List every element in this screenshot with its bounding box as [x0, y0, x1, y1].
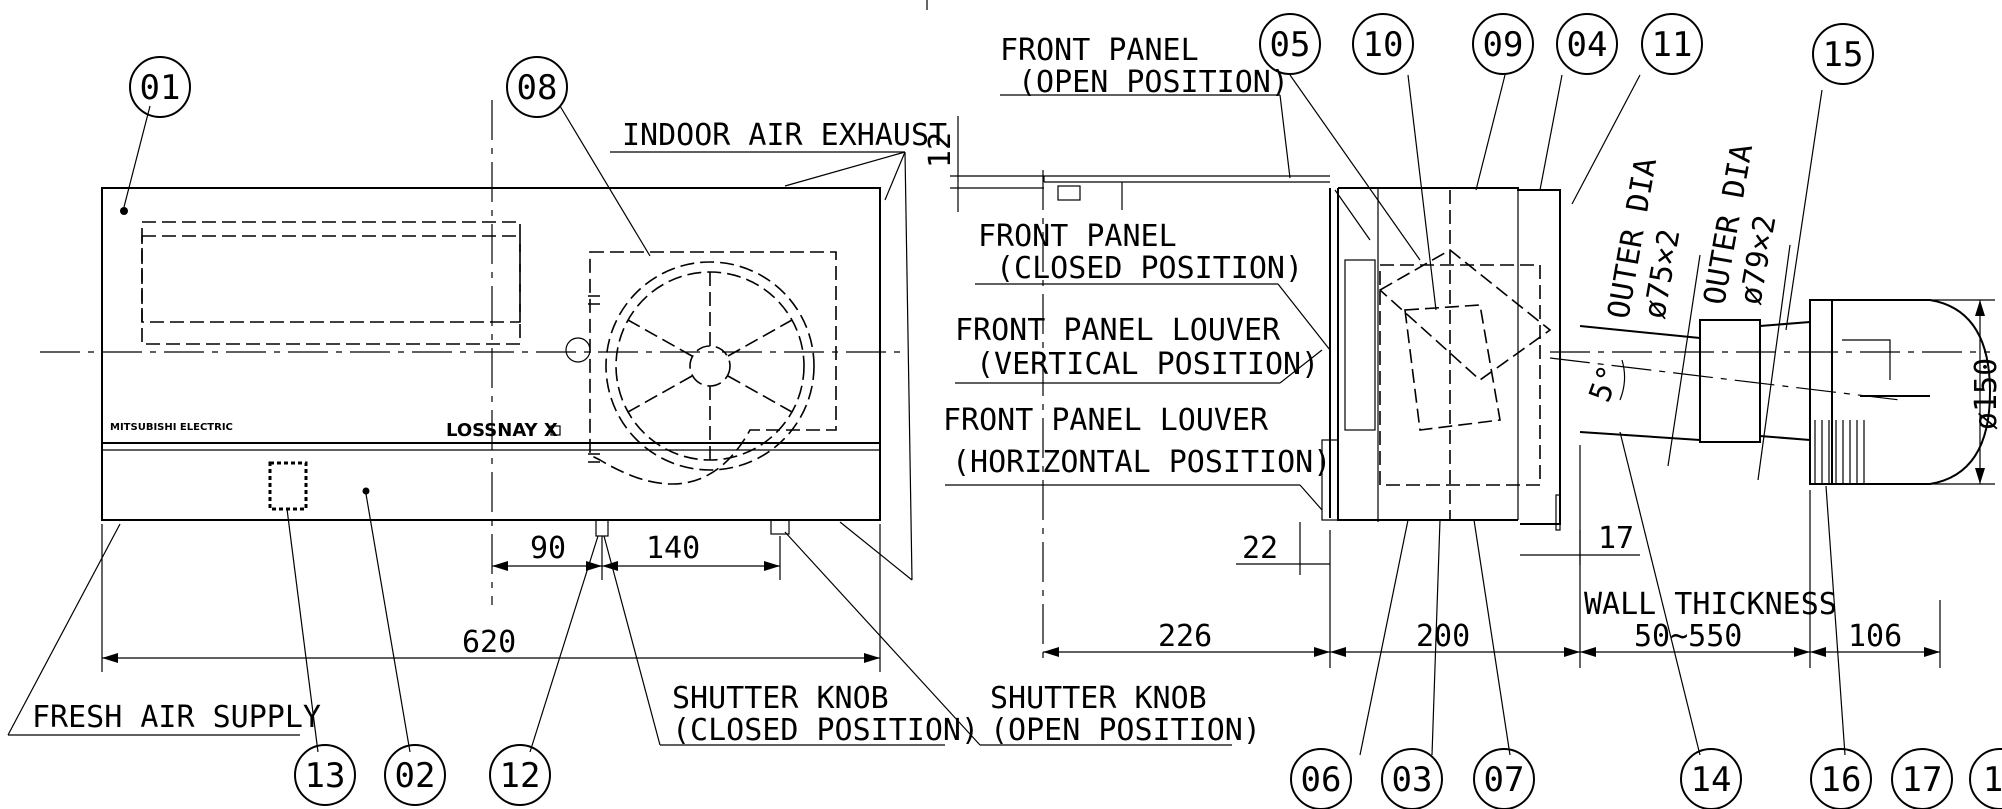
fresh-air-supply-label: FRESH AIR SUPPLY: [32, 700, 321, 735]
svg-text:12: 12: [500, 756, 541, 796]
brand-right-label: LOSSNAY X: [446, 420, 558, 441]
dim-620: 620: [462, 625, 516, 660]
wall-thickness-label-1: WALL THICKNESS: [1584, 587, 1837, 622]
front-panel-open-label-2: (OPEN POSITION): [1018, 65, 1289, 100]
dim-17: 17: [1598, 521, 1634, 556]
balloon-06: 06: [1290, 748, 1352, 809]
balloon-11: 11: [1641, 13, 1703, 75]
dim-106: 106: [1848, 619, 1902, 654]
balloon-04: 04: [1556, 13, 1618, 75]
balloon-01: 01: [129, 56, 191, 118]
svg-text:13: 13: [305, 756, 346, 796]
dim-226: 226: [1158, 619, 1212, 654]
balloon-10: 10: [1352, 13, 1414, 75]
brand-left-label: MITSUBISHI ELECTRIC: [110, 422, 233, 433]
indoor-air-exhaust-label: INDOOR AIR EXHAUST: [622, 118, 947, 153]
louver-horizontal-label-2: (HORIZONTAL POSITION): [952, 445, 1331, 480]
louver-horizontal-label-1: FRONT PANEL LOUVER: [943, 403, 1269, 438]
balloon-07: 07: [1473, 748, 1535, 809]
svg-text:06: 06: [1301, 760, 1342, 800]
dim-140: 140: [646, 531, 700, 566]
balloon-12: 12: [489, 744, 551, 806]
dim-12: 12: [923, 132, 958, 168]
unit-body: [101, 187, 881, 521]
balloon-03: 03: [1381, 748, 1443, 809]
svg-text:04: 04: [1567, 25, 1608, 65]
front-view: MITSUBISHI ELECTRIC LOSSNAY X INDOOR AIR…: [7, 100, 1261, 753]
qr-label: [268, 461, 308, 511]
svg-text:07: 07: [1484, 760, 1525, 800]
balloon-02: 02: [384, 744, 446, 806]
svg-text:01: 01: [140, 68, 181, 108]
balloon-08: 08: [506, 56, 568, 118]
svg-text:05: 05: [1270, 25, 1311, 65]
svg-text:02: 02: [395, 756, 436, 796]
louver-vertical-label-1: FRONT PANEL LOUVER: [955, 313, 1281, 348]
dim-22: 22: [1242, 531, 1278, 566]
wall-thickness-label-2: 50~550: [1634, 619, 1742, 654]
balloon-09: 09: [1472, 13, 1534, 75]
svg-text:11: 11: [1652, 25, 1693, 65]
balloon-18: 1: [1969, 748, 2002, 809]
fan-wheel: [605, 261, 815, 471]
dim-5deg: 5°: [1583, 361, 1628, 407]
indicator-dot: [120, 207, 128, 215]
front-panel-closed-label-2: (CLOSED POSITION): [996, 251, 1303, 286]
balloon-13: 13: [294, 744, 356, 806]
balloon-17: 17: [1891, 748, 1953, 809]
svg-text:08: 08: [517, 68, 558, 108]
balloon-16: 16: [1810, 748, 1872, 809]
front-panel-closed-label-1: FRONT PANEL: [978, 219, 1177, 254]
side-view: 12 5°: [923, 0, 2002, 756]
shutter-closed-label-1: SHUTTER KNOB: [672, 681, 889, 716]
svg-text:09: 09: [1483, 25, 1524, 65]
svg-text:03: 03: [1392, 760, 1433, 800]
shutter-open-label-1: SHUTTER KNOB: [990, 681, 1207, 716]
balloon-14: 14: [1680, 748, 1742, 809]
balloon-15: 15: [1812, 23, 1874, 85]
balloon-05: 05: [1259, 13, 1321, 75]
front-panel-open-label-1: FRONT PANEL: [1000, 33, 1199, 68]
shutter-closed-label-2: (CLOSED POSITION): [672, 713, 979, 748]
louver-vertical-label-2: (VERTICAL POSITION): [976, 347, 1319, 382]
shutter-open-label-2: (OPEN POSITION): [990, 713, 1261, 748]
svg-text:10: 10: [1363, 25, 1404, 65]
dim-200: 200: [1416, 619, 1470, 654]
svg-text:16: 16: [1821, 760, 1862, 800]
dim-90: 90: [530, 531, 566, 566]
svg-text:17: 17: [1902, 760, 1943, 800]
dim-150: ø150: [1969, 358, 2002, 430]
svg-text:1: 1: [1983, 760, 2002, 800]
svg-text:14: 14: [1691, 760, 1732, 800]
svg-text:15: 15: [1823, 35, 1864, 75]
